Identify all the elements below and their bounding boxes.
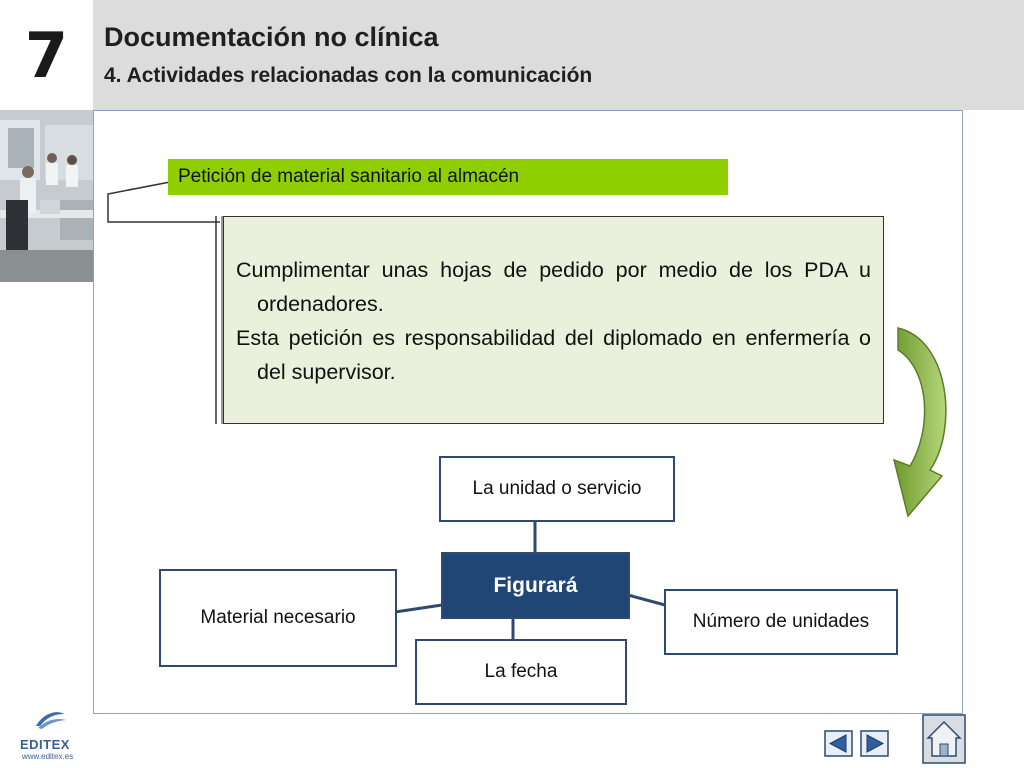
diagram-connectors — [394, 520, 666, 640]
editex-url: www.editex.es — [22, 752, 74, 761]
page-subtitle: 4. Actividades relacionadas con la comun… — [104, 64, 593, 87]
section-label: Petición de material sanitario al almacé… — [168, 159, 728, 195]
header-bar — [93, 0, 1024, 110]
info-paragraph-2: Esta petición es responsabilidad del dip… — [236, 326, 871, 384]
next-arrow-icon[interactable] — [860, 730, 890, 758]
editex-logo-mark — [36, 712, 66, 729]
home-icon[interactable] — [922, 714, 966, 764]
info-box: Cumplimentar unas hojas de pedido por me… — [223, 216, 884, 424]
chapter-number: 7 — [24, 18, 69, 92]
prev-arrow-icon[interactable] — [824, 730, 854, 758]
curved-arrow-icon — [892, 327, 947, 518]
bracket-connector — [107, 181, 223, 424]
diagram-node-bottom: La fecha — [415, 639, 627, 705]
hospital-photo — [0, 110, 93, 282]
diagram-node-right: Número de unidades — [664, 589, 898, 655]
hospital-photo-illustration — [0, 110, 93, 282]
info-paragraph-1: Cumplimentar unas hojas de pedido por me… — [236, 258, 871, 316]
diagram-node-left: Material necesario — [159, 569, 397, 667]
diagram-node-center: Figurará — [441, 552, 630, 619]
diagram-node-top: La unidad o servicio — [439, 456, 675, 522]
page-title: Documentación no clínica — [104, 22, 439, 52]
editex-brand: EDITEX — [20, 737, 70, 752]
editex-logo: EDITEX www.editex.es — [14, 708, 84, 761]
